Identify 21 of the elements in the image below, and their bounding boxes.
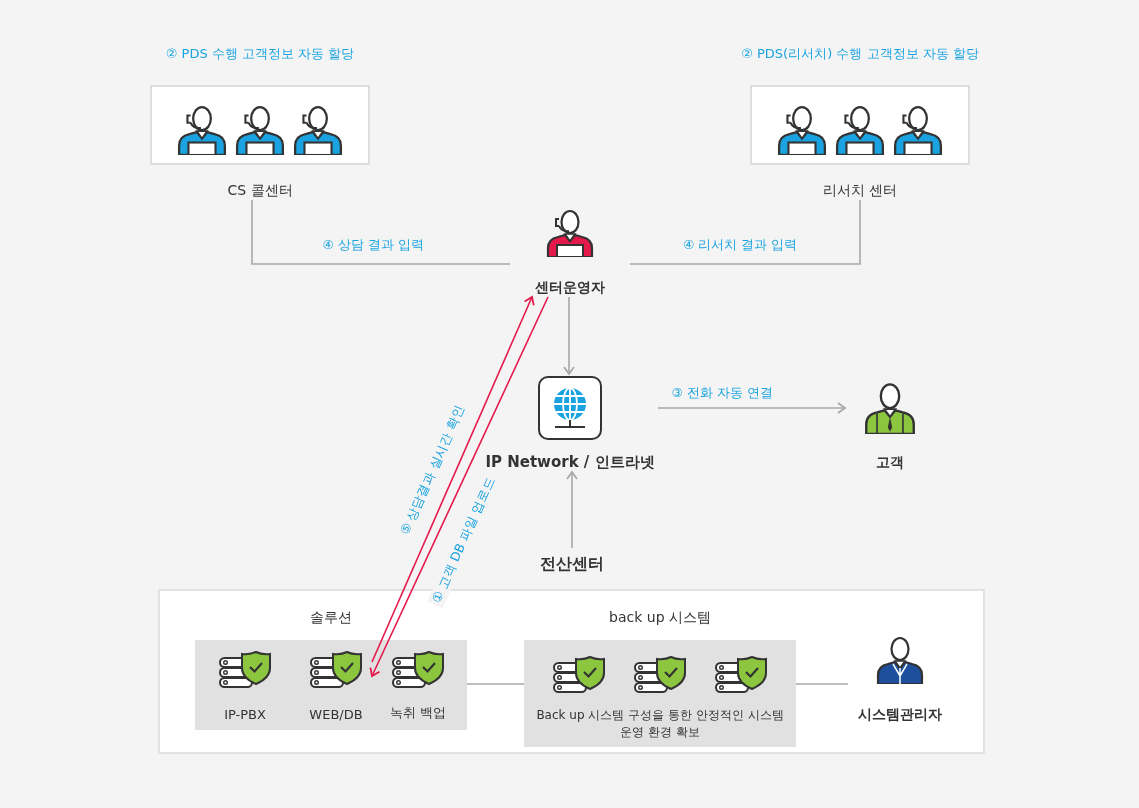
connector-line <box>629 199 861 265</box>
connector-line <box>795 683 849 685</box>
connector-line <box>466 683 525 685</box>
team-label: 리서치 센터 <box>821 182 899 200</box>
task-caption: ② PDS 수행 고객정보 자동 할당 <box>164 45 356 63</box>
role-label: 센터운영자 <box>534 279 606 297</box>
group-heading: back up 시스템 <box>608 609 712 627</box>
network-label: IP Network / 인트라넷 <box>484 453 656 472</box>
arrow <box>657 402 846 414</box>
description-text: Back up 시스템 구성을 통한 안정적인 시스템 운영 환경 확보 <box>535 707 785 741</box>
arrow <box>566 471 578 549</box>
group-heading: 솔루션 <box>309 609 353 627</box>
server-label: WEB/DB <box>308 707 364 722</box>
arrow <box>563 296 575 375</box>
role-label: 고객 <box>875 454 905 472</box>
task-caption: ② PDS(리서치) 수행 고객정보 자동 할당 <box>740 45 980 63</box>
server-label: 녹취 백업 <box>388 704 448 722</box>
server-label: IP-PBX <box>223 707 267 722</box>
connector-line <box>251 199 511 265</box>
team-label: CS 콜센터 <box>226 182 294 200</box>
role-label: 시스템관리자 <box>857 706 943 724</box>
